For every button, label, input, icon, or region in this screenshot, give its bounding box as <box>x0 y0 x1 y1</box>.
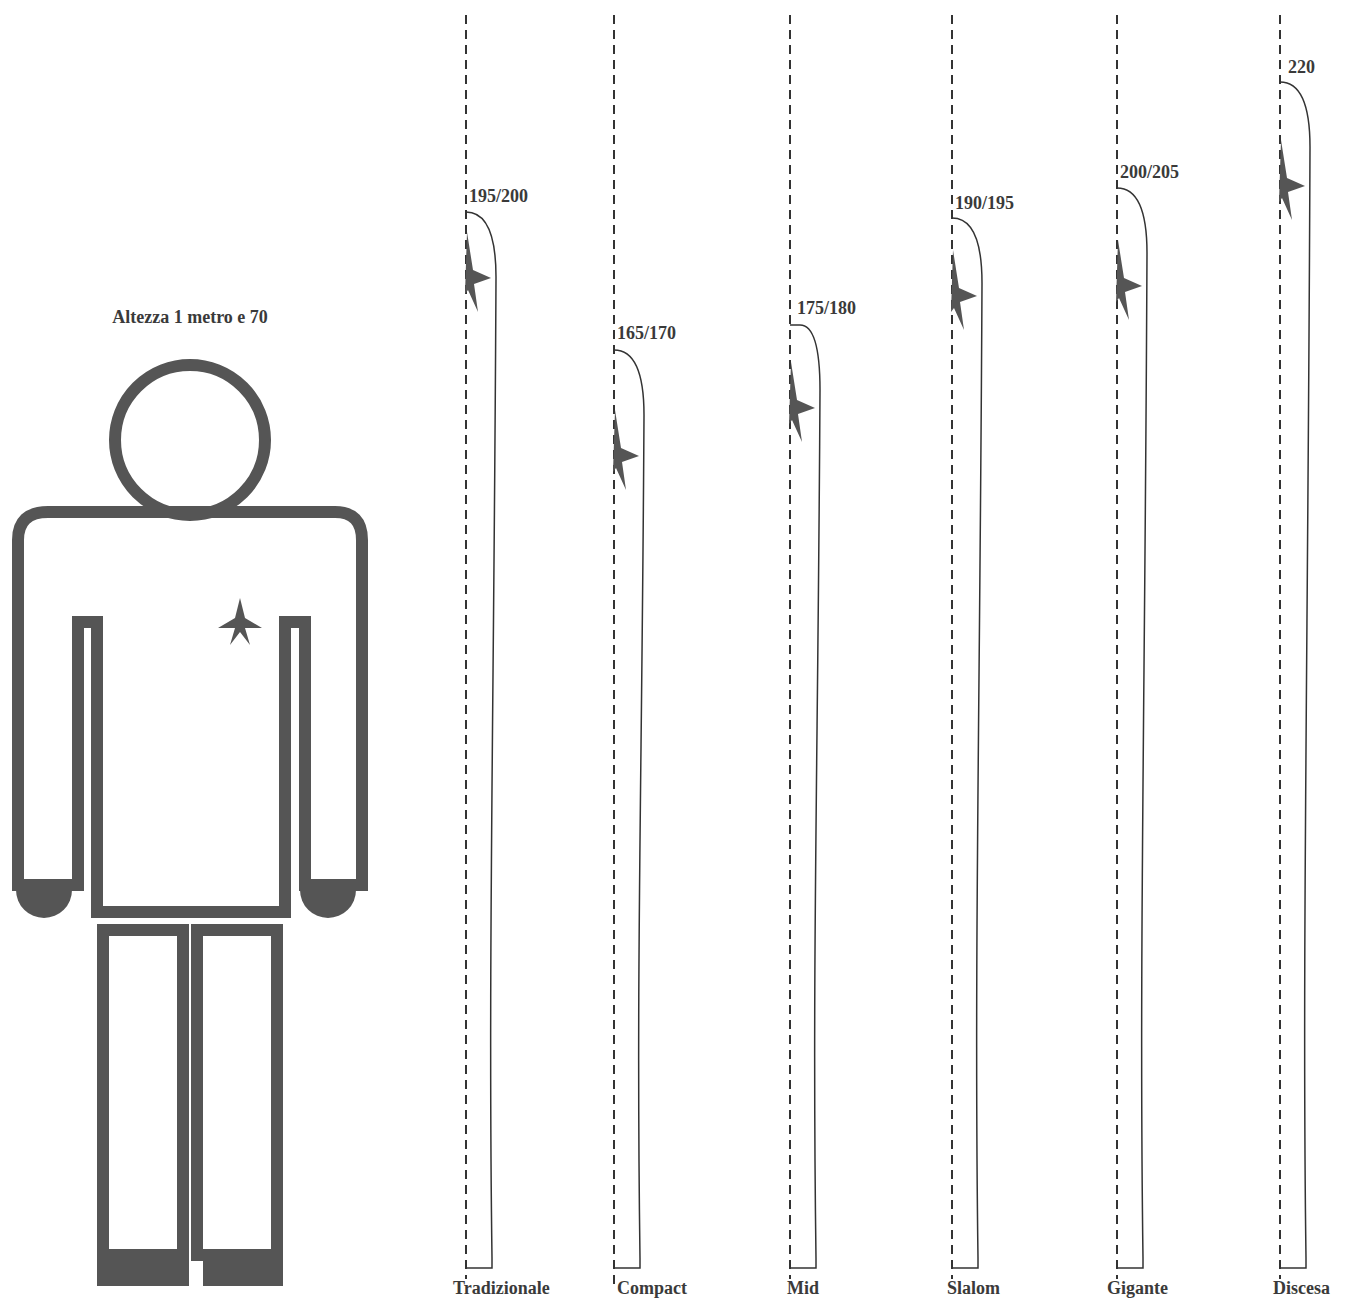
ski-type: Mid <box>786 1279 820 1299</box>
ski-length: 175/180 <box>796 299 857 319</box>
ski-type: Gigante <box>1106 1279 1169 1299</box>
ski-type: Slalom <box>946 1279 1001 1299</box>
reference-lines <box>466 15 1280 1285</box>
ski-type: Discesa <box>1272 1279 1331 1299</box>
ski-length: 220 <box>1287 58 1316 78</box>
ski-length: 165/170 <box>616 324 677 344</box>
ski-length: 190/195 <box>954 194 1015 214</box>
ski-type: Tradizionale <box>452 1279 551 1299</box>
ski-outlines <box>466 82 1310 1268</box>
ski-type: Compact <box>616 1279 688 1299</box>
ski-length: 195/200 <box>468 187 529 207</box>
ski-length: 200/205 <box>1119 163 1180 183</box>
person-details <box>16 598 356 1286</box>
person-figure <box>18 365 362 1255</box>
ski-logos <box>465 140 1305 490</box>
height-label: Altezza 1 metro e 70 <box>111 308 269 328</box>
